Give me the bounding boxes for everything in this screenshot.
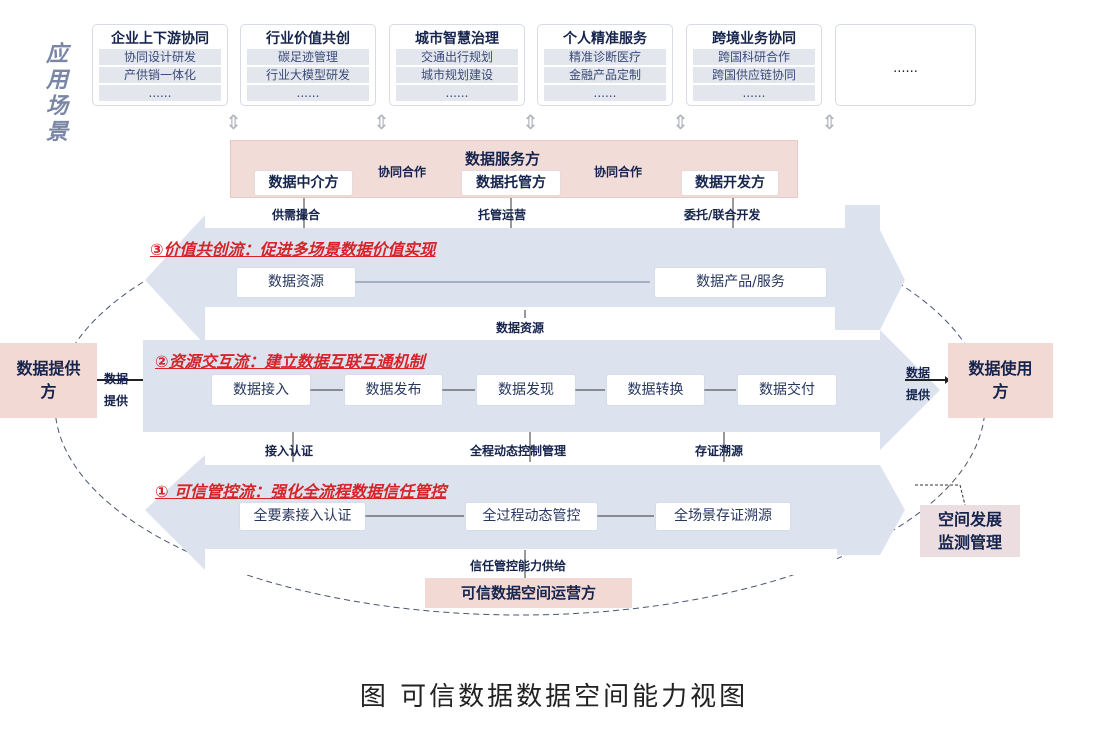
scenario-item: ...... [247, 85, 369, 101]
data-service-title: 数据服务方 [465, 150, 541, 168]
space-monitor-box: 空间发展监测管理 [920, 505, 1020, 557]
scenario-title: 行业价值共创 [266, 31, 350, 47]
scenario-item: 交通出行规划 [396, 49, 518, 65]
double-arrow-icon: ⇕ [373, 110, 390, 134]
scenario-item: ...... [693, 85, 815, 101]
scenario-title: 跨境业务协同 [712, 31, 796, 47]
step-data-transform: 数据转换 [607, 375, 704, 405]
step-data-access: 数据接入 [212, 375, 310, 405]
scenario-title: 个人精准服务 [563, 31, 647, 47]
data-resource-box: 数据资源 [237, 268, 355, 297]
data-consumer-box: 数据使用方 [948, 343, 1053, 418]
data-provider-box: 数据提供方 [0, 343, 97, 418]
figure-caption: 图 可信数据数据空间能力视图 [359, 682, 749, 712]
scenario-card: 城市智慧治理 交通出行规划 城市规划建设 ...... [389, 24, 525, 106]
scenario-item: 跨国科研合作 [693, 49, 815, 65]
scenario-item: 金融产品定制 [544, 67, 666, 83]
scenario-title: 城市智慧治理 [415, 31, 499, 47]
scenario-item: 城市规划建设 [396, 67, 518, 83]
scenario-item: 碳足迹管理 [247, 49, 369, 65]
data-product-box: 数据产品/服务 [655, 268, 826, 297]
step-data-delivery: 数据交付 [738, 375, 836, 405]
data-developer-box: 数据开发方 [682, 171, 778, 195]
scenario-item: ...... [99, 85, 221, 101]
trust-flow-title: ① 可信管控流：强化全流程数据信任管控 [155, 482, 447, 501]
double-arrow-icon: ⇕ [522, 110, 539, 134]
joint-development-label: 委托/联合开发 [684, 208, 761, 222]
scenario-item: ...... [544, 85, 666, 101]
scenario-card-more: ...... [835, 24, 976, 106]
data-custodian-box: 数据托管方 [462, 171, 560, 195]
dynamic-control-label: 全程动态控制管理 [470, 444, 567, 458]
consumer-action-label: 数据提供 [906, 366, 931, 402]
scenario-item: 行业大模型研发 [247, 67, 369, 83]
collaboration-label: 协同合作 [378, 165, 427, 179]
step-full-process-control: 全过程动态管控 [466, 503, 597, 530]
scenario-card: 个人精准服务 精准诊断医疗 金融产品定制 ...... [537, 24, 673, 106]
double-arrow-icon: ⇕ [672, 110, 689, 134]
step-data-discover: 数据发现 [477, 375, 575, 405]
operator-box: 可信数据空间运营方 [425, 578, 632, 608]
scenario-title: 企业上下游协同 [111, 31, 209, 47]
application-scenarios-label: 应用场景 [45, 42, 68, 145]
trust-capability-label: 信任管控能力供给 [470, 559, 567, 573]
step-full-scene-trace: 全场景存证溯源 [656, 503, 790, 530]
data-resource-feed-label: 数据资源 [496, 321, 545, 335]
evidence-trace-label: 存证溯源 [695, 444, 744, 458]
step-full-access-auth: 全要素接入认证 [240, 503, 365, 530]
scenario-card: 跨境业务协同 跨国科研合作 跨国供应链协同 ...... [686, 24, 822, 106]
data-intermediary-box: 数据中介方 [255, 171, 352, 195]
custody-operation-label: 托管运营 [478, 208, 527, 222]
scenario-more: ...... [893, 61, 918, 76]
double-arrow-icon: ⇕ [225, 110, 242, 134]
double-arrow-icon: ⇕ [821, 110, 838, 134]
supply-demand-label: 供需撮合 [272, 208, 321, 222]
resource-flow-title: ②资源交互流：建立数据互联互通机制 [155, 352, 425, 371]
scenario-card: 企业上下游协同 协同设计研发 产供销一体化 ...... [92, 24, 228, 106]
scenario-item: 协同设计研发 [99, 49, 221, 65]
scenario-item: ...... [396, 85, 518, 101]
scenario-card: 行业价值共创 碳足迹管理 行业大模型研发 ...... [240, 24, 376, 106]
collaboration-label: 协同合作 [594, 165, 643, 179]
scenario-item: 跨国供应链协同 [693, 67, 815, 83]
value-flow-title: ③价值共创流：促进多场景数据价值实现 [150, 240, 436, 259]
scenario-item: 产供销一体化 [99, 67, 221, 83]
access-auth-label: 接入认证 [265, 444, 314, 458]
step-data-publish: 数据发布 [345, 375, 442, 405]
provider-action-label: 数据提供 [104, 372, 129, 408]
scenario-item: 精准诊断医疗 [544, 49, 666, 65]
